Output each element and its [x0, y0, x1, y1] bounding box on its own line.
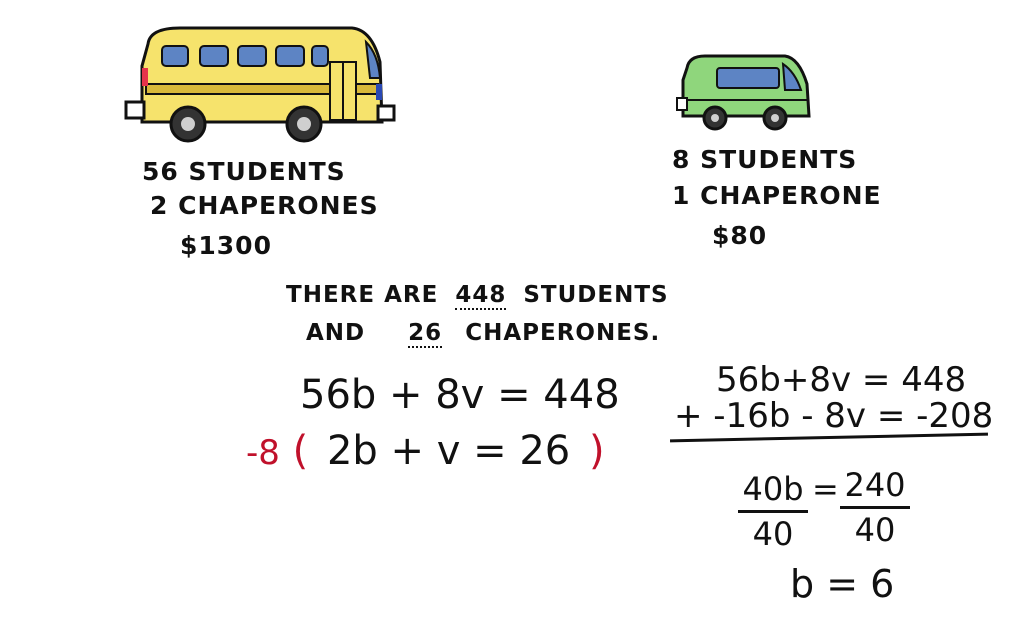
statement-and-word: AND: [306, 320, 366, 346]
multiplier: -8: [246, 433, 280, 473]
fraction-equals: =: [812, 470, 839, 508]
close-paren: ): [588, 428, 605, 474]
open-paren: (: [292, 428, 309, 474]
equation-2-row: -8 ( 2b + v = 26 ): [246, 428, 605, 474]
equation-2: 2b + v = 26: [326, 428, 571, 474]
rhs-fraction: 240 40: [840, 466, 910, 549]
statement-students-word: STUDENTS: [523, 282, 669, 308]
van-illustration: [676, 54, 811, 131]
lhs-numerator: 40b: [742, 470, 804, 508]
statement-prefix: THERE ARE: [286, 282, 439, 308]
result-b: b = 6: [790, 562, 895, 606]
rhs-fraction-bar: [840, 506, 910, 509]
elim-line-1: 56b+8v = 448: [716, 360, 967, 400]
students-count: 448: [455, 282, 507, 310]
lhs-fraction: 40b 40: [738, 470, 808, 553]
rhs-denominator: 40: [854, 511, 896, 549]
bus-chaperones-text: 2 CHAPERONES: [150, 191, 379, 220]
elim-line-2: + -16b - 8v = -208: [674, 396, 994, 436]
lhs-denominator: 40: [752, 515, 794, 553]
lhs-fraction-bar: [738, 510, 808, 513]
van-cost-text: $80: [712, 221, 768, 250]
rhs-numerator: 240: [844, 466, 906, 504]
statement-line-1: THERE ARE 448 STUDENTS: [286, 282, 669, 310]
bus-students-text: 56 STUDENTS: [142, 157, 346, 186]
school-bus-illustration: [124, 26, 396, 143]
van-students-text: 8 STUDENTS: [672, 145, 858, 174]
bus-cost-text: $1300: [180, 231, 272, 260]
equation-1: 56b + 8v = 448: [300, 372, 620, 418]
statement-chaperones-word: CHAPERONES.: [465, 320, 661, 346]
statement-line-2: AND 26 CHAPERONES.: [306, 320, 660, 348]
chaperones-count: 26: [408, 320, 443, 348]
van-chaperones-text: 1 CHAPERONE: [672, 181, 882, 210]
